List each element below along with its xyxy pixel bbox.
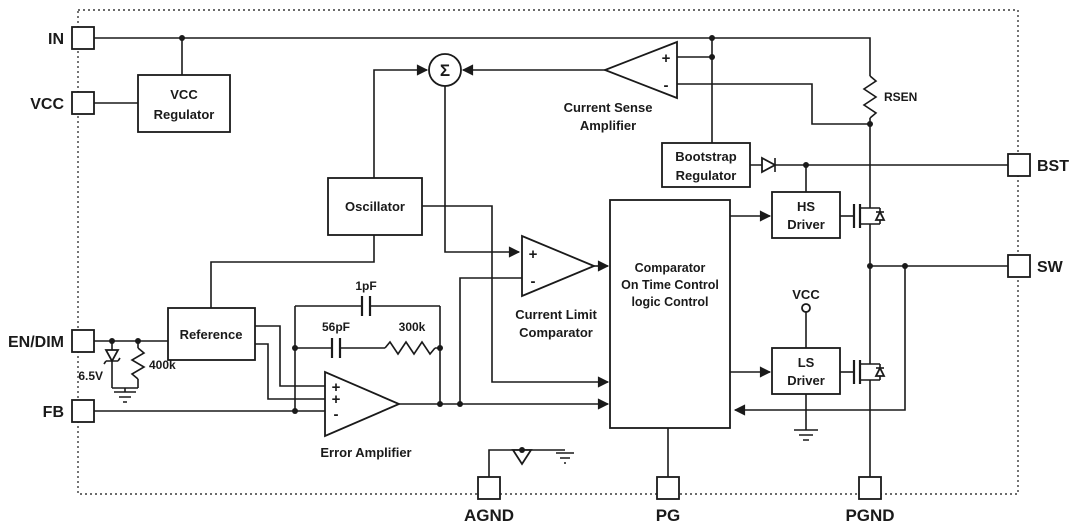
pin-box-endim xyxy=(71,329,95,353)
oscillator-block xyxy=(327,177,423,236)
clc-minus-sign: - xyxy=(531,273,536,290)
control-logic-block xyxy=(609,199,731,429)
bootstrap-label-1: Bootstrap xyxy=(675,149,736,164)
cap-1pf xyxy=(360,296,372,316)
r-300k-resistor xyxy=(384,340,436,356)
error-amplifier-symbol xyxy=(324,370,402,438)
pin-box-sw xyxy=(1007,254,1031,278)
ls-driver-block xyxy=(771,347,841,395)
pin-label-bst: BST xyxy=(1037,158,1069,175)
pin-label-endim: EN/DIM xyxy=(8,334,64,351)
ground-symbol-lsdriver xyxy=(794,429,818,441)
rsen-resistor xyxy=(862,75,878,119)
current-sense-amplifier-symbol xyxy=(602,40,678,100)
in-rail-wire xyxy=(94,37,871,76)
ls-mosfet xyxy=(852,360,886,384)
pin-box-agnd xyxy=(477,476,501,500)
r-400k-label: 400k xyxy=(149,358,176,372)
oscillator-to-logic-wire xyxy=(422,205,610,388)
current-limit-label-1: Current Limit xyxy=(515,307,597,322)
cap-1pf-label: 1pF xyxy=(355,279,376,293)
csa-minus-sign: - xyxy=(664,77,669,94)
current-limit-label-2: Comparator xyxy=(519,325,593,340)
component-symbols xyxy=(103,75,886,466)
reference-to-ea-wire-2 xyxy=(255,343,325,400)
zener-diode xyxy=(103,349,121,365)
comparator-minus-wire xyxy=(459,277,522,404)
hs-driver-label-2: Driver xyxy=(787,217,825,232)
pin-box-pgnd xyxy=(858,476,882,500)
ls-driver-label-1: LS xyxy=(798,355,815,370)
hs-driver-block xyxy=(771,191,841,239)
sum-to-comparator-wire xyxy=(444,86,521,258)
reference-label: Reference xyxy=(180,327,243,342)
control-logic-label-3: logic Control xyxy=(631,295,708,309)
pin-label-pgnd: PGND xyxy=(845,506,894,525)
wires xyxy=(94,37,1008,477)
reference-block xyxy=(167,307,256,361)
ground-symbol-agnd-bars xyxy=(556,452,574,464)
ea-minus-sign: - xyxy=(334,406,339,423)
bst-diode xyxy=(761,156,777,174)
bootstrap-label-2: Regulator xyxy=(676,168,737,183)
csa-minus-wire xyxy=(677,83,870,125)
vcc-regulator-block xyxy=(137,74,231,133)
oscillator-label: Oscillator xyxy=(345,199,405,214)
vcc-regulator-label-2: Regulator xyxy=(154,107,215,122)
sw-sense-wire xyxy=(733,266,906,416)
clc-plus-sign: + xyxy=(529,246,538,263)
rsen-label: RSEN xyxy=(884,90,917,104)
pin-label-agnd: AGND xyxy=(464,506,514,525)
pin-box-vcc xyxy=(71,91,95,115)
agnd-net-wire xyxy=(488,449,565,477)
current-limit-comparator-symbol xyxy=(521,234,597,298)
bootstrap-regulator-block xyxy=(661,142,751,188)
pin-label-vcc: VCC xyxy=(30,96,64,113)
hs-driver-label-1: HS xyxy=(797,199,815,214)
summing-junction-symbol xyxy=(428,53,462,87)
control-logic-label-2: On Time Control xyxy=(621,278,719,292)
error-amplifier-label: Error Amplifier xyxy=(320,445,411,460)
pin-box-in xyxy=(71,26,95,50)
vcc-regulator-label-1: VCC xyxy=(170,87,198,102)
r-300k-label: 300k xyxy=(399,320,426,334)
ground-symbol-endim xyxy=(114,391,136,403)
junction-dots xyxy=(109,35,908,453)
ea-plus-sign-2: + xyxy=(332,391,341,408)
ls-driver-label-2: Driver xyxy=(787,373,825,388)
pin-label-pg: PG xyxy=(656,506,681,525)
oscillator-to-sum-wire xyxy=(373,64,429,178)
pin-label-in: IN xyxy=(48,31,64,48)
cap-56pf xyxy=(330,338,342,358)
vcc-ls-label: VCC xyxy=(792,287,820,302)
csa-plus-sign: + xyxy=(662,50,671,67)
current-sense-label-2: Amplifier xyxy=(580,118,636,133)
current-sense-label-1: Current Sense xyxy=(564,100,653,115)
sigma-label: Σ xyxy=(440,61,450,80)
pin-box-bst xyxy=(1007,153,1031,177)
reference-to-ea-wire-1 xyxy=(255,325,325,387)
ic-boundary xyxy=(77,9,1019,495)
pin-label-sw: SW xyxy=(1037,259,1064,276)
pin-box-fb xyxy=(71,399,95,423)
ea-plus-sign-1: + xyxy=(332,379,341,396)
pin-box-pg xyxy=(656,476,680,500)
pin-label-fb: FB xyxy=(43,404,64,421)
reference-to-oscillator-wire xyxy=(210,235,375,308)
vcc-terminal-circle xyxy=(801,303,811,313)
control-logic-label-1: Comparator xyxy=(635,261,706,275)
r-400k-resistor xyxy=(130,347,146,380)
cap-56pf-label: 56pF xyxy=(322,320,350,334)
zener-label: 6.5V xyxy=(78,369,103,383)
hs-mosfet xyxy=(852,204,886,228)
